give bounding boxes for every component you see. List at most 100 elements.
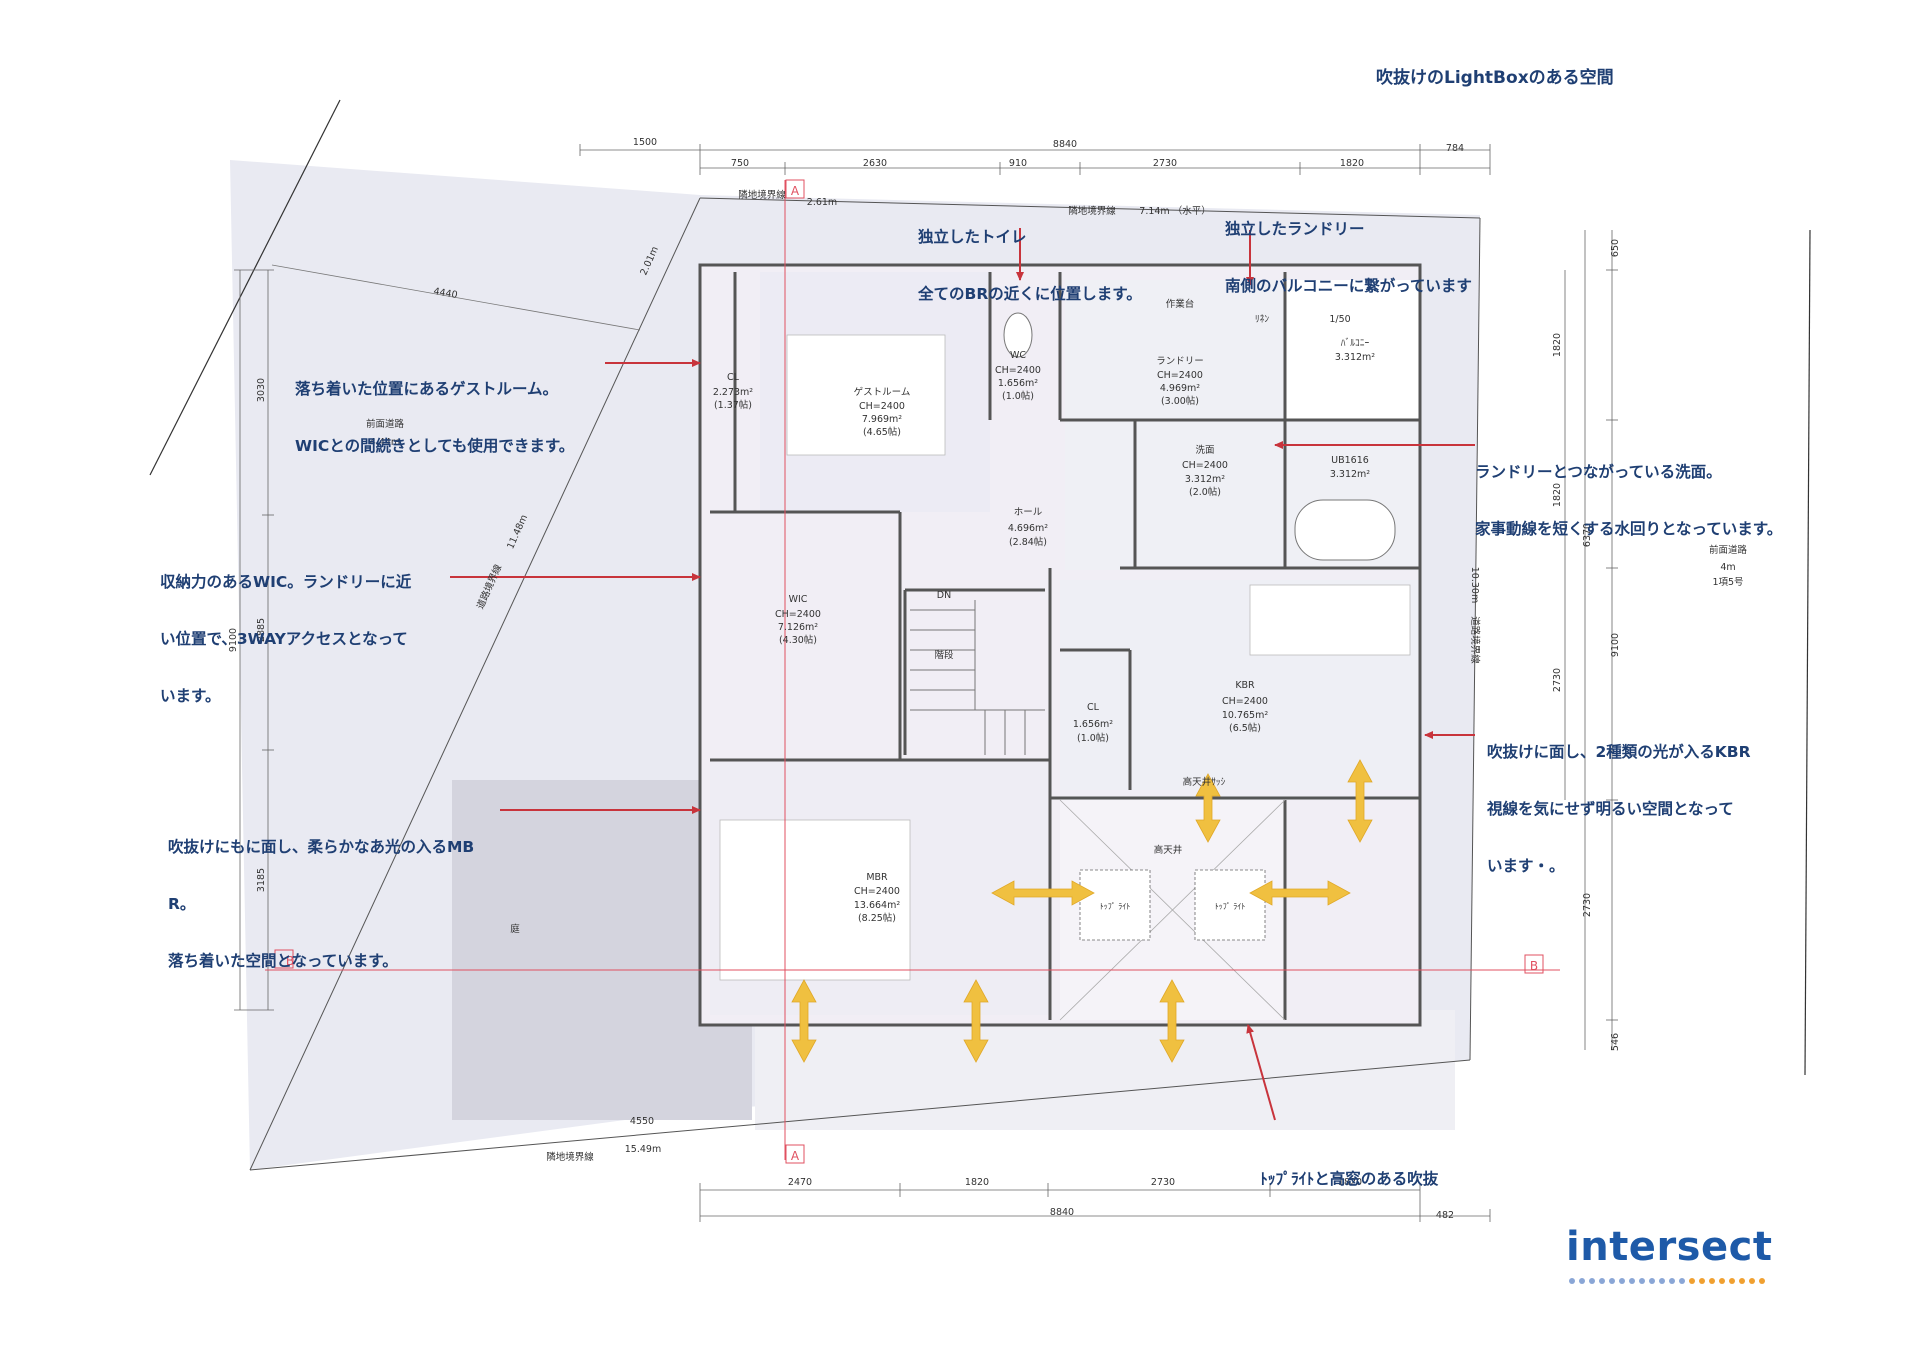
light-arrow-4 (1195, 773, 1221, 843)
room-balcony-slope: 1/50 (1329, 314, 1350, 325)
road-boundary-left (249, 197, 701, 1171)
pointer-arrows (450, 228, 1475, 1121)
annotation-line: 吹抜けにもに面し、柔らかなあ光の入るMB (168, 838, 475, 856)
room-hall-name: ホール (1014, 507, 1043, 518)
dimensions-top (579, 144, 1491, 175)
high-ceiling-void (1059, 799, 1286, 1021)
stairs-treads (910, 600, 1045, 755)
room-wc-area: 1.656m² (998, 378, 1038, 389)
annotation-line: ランドリーとつながっている洗面。 (1475, 463, 1722, 481)
site-boundary-top-len: 2.61m (807, 197, 837, 208)
annotation-line: 家事動線を短くする水回りとなっています。 (1475, 520, 1783, 538)
light-arrow-2 (963, 979, 989, 1063)
dim-right-seg-3: 1820 (1552, 483, 1563, 507)
dimensions-left (234, 269, 274, 1011)
annotation-line: 全てのBRの近くに位置します。 (918, 285, 1142, 303)
room-wash-tatami: (2.0帖) (1189, 486, 1221, 498)
logo-dots (1569, 1278, 1765, 1284)
toilet-fixture (1003, 312, 1033, 358)
dim-left-seg-2: 2885 (256, 618, 267, 642)
road-line-right (1804, 229, 1811, 1076)
annotation-kbr: 吹抜けに面し、2種類の光が入るKBR 視線を気にせず明るい空間となって います・… (1487, 705, 1751, 895)
dimensions-right (1564, 230, 1618, 1050)
boundary-bottom (249, 1059, 1471, 1171)
section-lines (265, 179, 1560, 1164)
room-wash-area: 3.312m² (1185, 474, 1225, 485)
site-diag-4440: 4440 (433, 286, 459, 301)
room-laundry-ch: CH=2400 (1157, 370, 1203, 381)
dim-right-seg-1: 650 (1610, 239, 1621, 257)
room-hall-tatami: (2.84帖) (1009, 536, 1047, 548)
lower-courtyard (755, 1010, 1455, 1130)
dim-top-seg-3: 910 (1009, 158, 1027, 169)
room-mbr-tatami: (8.25帖) (858, 912, 896, 924)
dim-top-seg-2: 2630 (863, 158, 887, 169)
room-rikan: ﾘﾈﾝ (1255, 314, 1270, 325)
room-wic-tatami: (4.30帖) (779, 634, 817, 646)
light-arrow-5 (1347, 759, 1373, 843)
room-cl2-area: 1.656m² (1073, 719, 1113, 730)
dim-top-seg-4: 2730 (1153, 158, 1177, 169)
dim-bottom-left: 4550 (630, 1116, 654, 1127)
annotation-line: 視線を気にせず明るい空間となって (1487, 800, 1734, 818)
boundary-right (1469, 217, 1481, 1061)
boundary-top (699, 197, 1481, 219)
annotation-mbr: 吹抜けにもに面し、柔らかなあ光の入るMB R。 落ち着いた空間となっています。 (168, 800, 474, 990)
dim-right-seg-6: 546 (1610, 1033, 1621, 1051)
annotation-line: 独立したトイレ (918, 228, 1027, 246)
diag-4440-line (271, 264, 641, 331)
site-road-boundary-right: 道路境界線 (1469, 616, 1481, 664)
light-arrow-1 (791, 979, 817, 1063)
room-cl2-name: CL (1087, 702, 1100, 713)
dim-right-seg-4: 2730 (1552, 668, 1563, 692)
room-kbr-name: KBR (1235, 680, 1255, 691)
annotation-line: います・。 (1487, 857, 1565, 875)
dim-left-seg-1: 3030 (256, 378, 267, 402)
site-boundary-top: 隣地境界線 (738, 189, 786, 201)
section-b-left: B (286, 954, 294, 968)
front-road-right-name: 前面道路 (1709, 544, 1748, 556)
logo-text: intersect (1566, 1224, 1773, 1270)
annotation-toilet: 独立したトイレ 全てのBRの近くに位置します。 (918, 190, 1142, 323)
room-wic-area: 7.126m² (778, 622, 818, 633)
dim-top-seg-1: 750 (731, 158, 749, 169)
room-high-sash: 高天井ｻｯｼ (1183, 776, 1226, 788)
room-balcony-name: ﾊﾞﾙｺﾆｰ (1341, 338, 1370, 349)
dim-bottom-total: 8840 (1050, 1207, 1074, 1218)
room-guest-area: 7.969m² (862, 414, 902, 425)
room-mbr-ch: CH=2400 (854, 886, 900, 897)
front-road-left-width: 4.44m (370, 437, 400, 448)
front-road-left-name: 前面道路 (366, 418, 405, 430)
room-toplight-b: ﾄｯﾌﾟ ﾗｲﾄ (1215, 902, 1246, 911)
room-high-ceiling: 高天井 (1154, 844, 1183, 856)
annotation-line: 独立したランドリー (1225, 220, 1365, 238)
annotation-line: 収納力のあるWIC。ランドリーに近 (160, 573, 412, 591)
dim-left-seg-3: 3185 (256, 868, 267, 892)
dim-bottom-right: 482 (1436, 1210, 1454, 1221)
annotation-line: R。 (168, 895, 196, 913)
room-workbench: 作業台 (1166, 298, 1195, 310)
room-garden: 庭 (510, 923, 520, 935)
room-wash-ch: CH=2400 (1182, 460, 1228, 471)
dim-bottom-seg-1: 2470 (788, 1177, 812, 1188)
light-arrows (791, 759, 1373, 1063)
dim-right-total2: 6370 (1582, 523, 1593, 547)
room-wc-tatami: (1.0帖) (1002, 390, 1034, 402)
intersect-logo: intersect (1566, 1224, 1772, 1284)
room-mbr-area: 13.664m² (854, 900, 900, 911)
dim-top-seg-5: 1820 (1340, 158, 1364, 169)
room-stairs: 階段 (934, 649, 954, 661)
dimensions-bottom (699, 1183, 1491, 1222)
room-wc-ch: CH=2400 (995, 365, 1041, 376)
room-wc-name: WC (1010, 350, 1026, 361)
annotation-line: い位置で、3WAYアクセスとなって (160, 630, 408, 648)
dim-top-left-overhang: 1500 (633, 137, 657, 148)
annotation-line: 南側のバルコニーに繋がっています (1225, 277, 1472, 295)
logo-dot-row (1569, 1278, 1765, 1284)
room-wash-name: 洗面 (1195, 444, 1214, 456)
room-kbr-ch: CH=2400 (1222, 696, 1268, 707)
site-boundary-bottom: 隣地境界線 (546, 1151, 594, 1163)
section-b-right: B (1530, 959, 1538, 973)
dim-bottom-seg-3: 2730 (1151, 1177, 1175, 1188)
front-road-right-type: 1項5号 (1712, 577, 1743, 588)
